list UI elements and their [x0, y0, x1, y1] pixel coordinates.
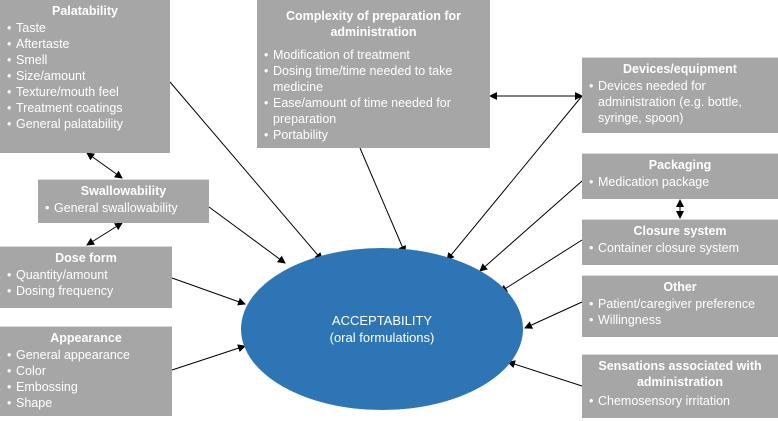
list-item: Chemosensory irritation — [588, 393, 772, 409]
list-item: Dosing time/time needed to take medicine — [263, 63, 484, 95]
acceptability-ellipse: ACCEPTABILITY (oral formulations) — [241, 248, 523, 410]
box-complexity-list: Modification of treatment Dosing time/ti… — [263, 47, 484, 143]
box-packaging-title: Packaging — [648, 158, 712, 172]
box-dose-form: Dose form Quantity/amount Dosing frequen… — [0, 246, 172, 308]
box-other-title: Other — [663, 280, 697, 294]
list-item: Shape — [6, 395, 166, 411]
arrow-complexity — [359, 147, 406, 254]
box-complexity: Complexity of preparation for administra… — [257, 0, 490, 148]
list-item: Treatment coatings — [6, 100, 164, 116]
arrow-swallowability — [208, 206, 286, 264]
acceptability-title: ACCEPTABILITY — [331, 313, 433, 328]
box-dose-form-list: Quantity/amount Dosing frequency — [6, 267, 166, 299]
box-dose-form-title: Dose form — [55, 251, 117, 265]
acceptability-subtitle: (oral formulations) — [329, 330, 435, 345]
box-sensations: Sensations associated with administratio… — [582, 354, 778, 418]
box-closure-system-list: Container closure system — [588, 240, 772, 256]
box-sensations-title: Sensations associated with administratio… — [598, 359, 762, 389]
box-packaging: Packaging Medication package — [582, 153, 778, 199]
list-item: Texture/mouth feel — [6, 84, 164, 100]
list-item: Quantity/amount — [6, 267, 166, 283]
box-appearance: Appearance General appearance Color Embo… — [0, 326, 172, 416]
box-closure-system: Closure system Container closure system — [582, 219, 778, 265]
box-appearance-title: Appearance — [50, 331, 122, 345]
arrow-packaging — [479, 180, 583, 272]
list-item: Embossing — [6, 379, 166, 395]
arrow-closure — [499, 239, 583, 293]
list-item: Modification of treatment — [263, 47, 484, 63]
box-packaging-list: Medication package — [588, 174, 772, 190]
box-palatability-list: Taste Aftertaste Smell Size/amount Textu… — [6, 20, 164, 132]
list-item: Patient/caregiver preference — [588, 296, 772, 312]
list-item: Devices needed for administration (e.g. … — [588, 78, 772, 126]
link-swallowability-doseform — [86, 222, 123, 246]
list-item: Portability — [263, 127, 484, 143]
box-other: Other Patient/caregiver preference Willi… — [582, 275, 778, 337]
list-item: Container closure system — [588, 240, 772, 256]
box-appearance-list: General appearance Color Embossing Shape — [6, 347, 166, 411]
box-complexity-title: Complexity of preparation for administra… — [285, 9, 462, 39]
list-item: General palatability — [6, 116, 164, 132]
list-item: Willingness — [588, 312, 772, 328]
list-item: Medication package — [588, 174, 772, 190]
arrow-sensations — [507, 360, 583, 387]
arrow-devices — [446, 95, 583, 261]
arrow-appearance — [171, 344, 246, 371]
box-swallowability-list: General swallowability — [44, 200, 203, 216]
link-palatability-swallowability — [86, 152, 123, 179]
box-sensations-list: Chemosensory irritation — [588, 393, 772, 409]
list-item: Smell — [6, 52, 164, 68]
box-swallowability-title: Swallowability — [80, 184, 167, 198]
list-item: Ease/amount of time needed for preparati… — [263, 95, 484, 127]
box-devices: Devices/equipment Devices needed for adm… — [582, 57, 778, 133]
box-palatability: Palatability Taste Aftertaste Smell Size… — [0, 0, 170, 153]
list-item: Size/amount — [6, 68, 164, 84]
list-item: General appearance — [6, 347, 166, 363]
list-item: General swallowability — [44, 200, 203, 216]
list-item: Taste — [6, 20, 164, 36]
arrow-other — [524, 301, 583, 329]
list-item: Dosing frequency — [6, 283, 166, 299]
box-devices-list: Devices needed for administration (e.g. … — [588, 78, 772, 126]
box-devices-title: Devices/equipment — [623, 62, 737, 76]
box-swallowability: Swallowability General swallowability — [38, 179, 209, 223]
box-closure-system-title: Closure system — [633, 224, 727, 238]
box-palatability-title: Palatability — [52, 4, 118, 18]
list-item: Aftertaste — [6, 36, 164, 52]
list-item: Color — [6, 363, 166, 379]
arrow-palatability — [169, 81, 323, 261]
box-other-list: Patient/caregiver preference Willingness — [588, 296, 772, 328]
arrow-dose-form — [171, 277, 246, 306]
